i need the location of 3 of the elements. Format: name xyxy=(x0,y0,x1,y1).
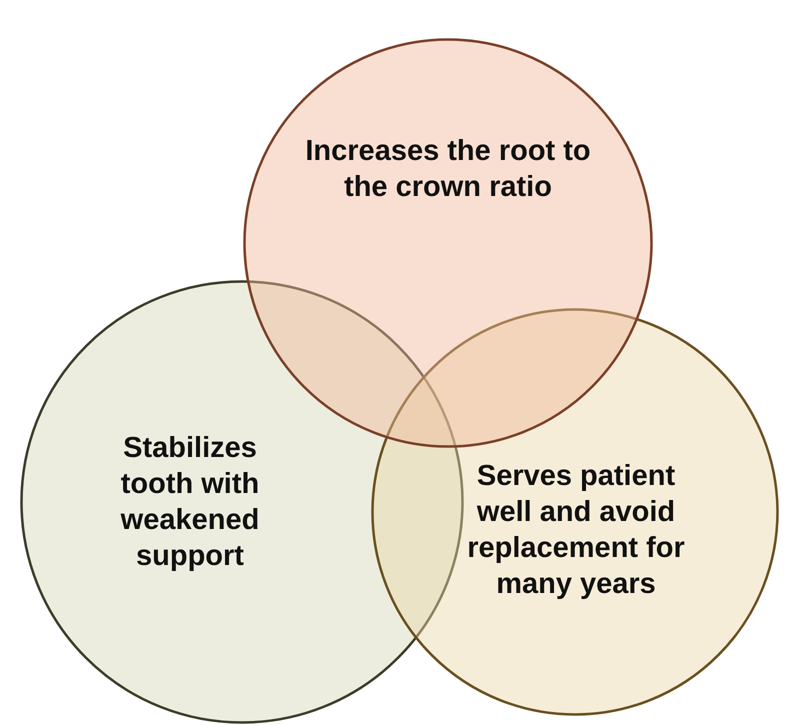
circle-label: Stabilizes tooth with weakened support xyxy=(120,431,260,574)
circle-label: Increases the root to the crown ratio xyxy=(304,134,592,205)
circle-label: Serves patient well and avoid replacement for many years xyxy=(466,459,686,602)
